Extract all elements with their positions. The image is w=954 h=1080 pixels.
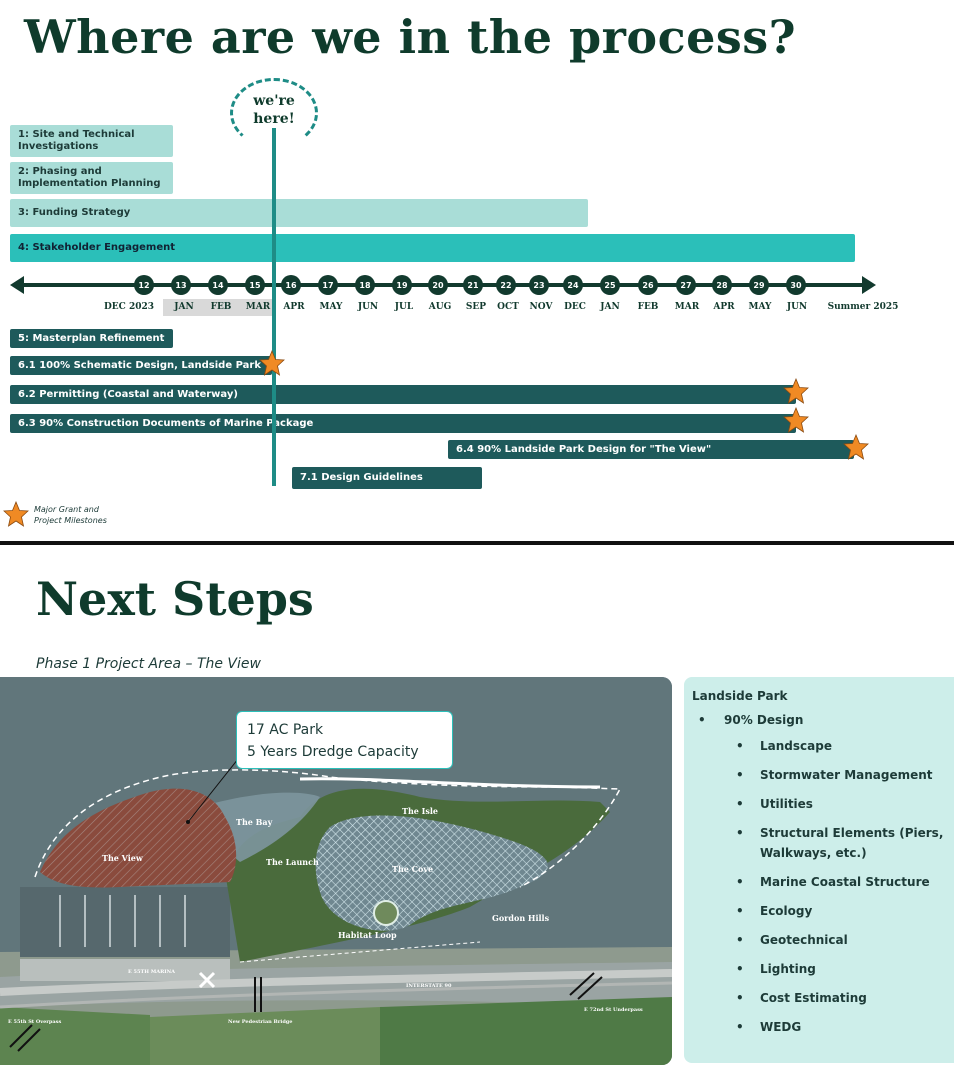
month-label: JAN [174,302,194,312]
list-item: Marine Coastal Structure [692,872,946,892]
month-label: NOV [529,302,553,312]
axis-arrow-right-icon [862,276,876,294]
track-design-guidelines: 7.1 Design Guidelines [292,467,482,489]
month-shade [163,299,273,316]
milestone-star-icon [783,407,809,433]
callout-line-1: 17 AC Park [247,722,324,738]
timeline-title: Where are we in the process? [24,10,797,64]
map-label-the-cove: The Cove [392,864,434,874]
track-stakeholder-engagement: 4: Stakeholder Engagement [10,234,855,262]
track-construction-documents: 6.3 90% Construction Documents of Marine… [10,414,796,433]
month-label: SEP [465,302,487,312]
site-plan-map: The View The Bay The Launch The Isle The… [0,677,672,1065]
timeline-node: 17 [318,275,338,295]
map-label-the-bay: The Bay [236,817,273,827]
timeline-node: 13 [171,275,191,295]
map-label-marina: E 55TH MARINA [128,969,176,975]
month-label: OCT [497,302,519,312]
month-label: JUL [394,302,414,312]
month-label: APR [283,302,305,312]
axis-arrow-left-icon [10,276,24,294]
slide-divider [0,541,954,545]
site-plan-drawing [0,677,672,1065]
month-label: JUN [357,302,379,312]
phase-subtitle: Phase 1 Project Area – The View [36,656,261,672]
list-item: WEDG [692,1017,946,1037]
map-label-habitat-loop: Habitat Loop [338,930,397,940]
month-label: DEC 2023 [103,302,154,312]
legend-text: Major Grant and Project Milestones [34,505,107,525]
current-date-line [272,128,276,486]
timeline-node: 24 [563,275,583,295]
timeline-node: 26 [638,275,658,295]
timeline-node: 14 [208,275,228,295]
milestone-star-icon [843,434,869,460]
track-schematic-design: 6.1 100% Schematic Design, Landside Park [10,356,272,375]
track-permitting: 6.2 Permitting (Coastal and Waterway) [10,385,796,404]
timeline-node: 15 [245,275,265,295]
map-label-the-view: The View [102,853,143,863]
timeline-node: 21 [463,275,483,295]
month-label: Summer 2025 [827,302,899,312]
timeline-node: 12 [134,275,154,295]
month-label: AUG [428,302,452,312]
timeline-node: 23 [529,275,549,295]
list-item: Geotechnical [692,930,946,950]
track-landside-park-design: 6.4 90% Landside Park Design for "The Vi… [448,440,854,459]
map-label-the-isle: The Isle [402,806,439,816]
track-masterplan-refinement: 5: Masterplan Refinement [10,329,173,348]
map-label-underpass: E 72nd St Underpass [584,1007,643,1013]
list-item: Cost Estimating [692,988,946,1008]
map-label-interstate: INTERSTATE 90 [406,983,452,989]
panel-heading: Landside Park [692,689,788,703]
month-label: MAR [245,302,271,312]
list-item: Structural Elements (Piers, Walkways, et… [692,823,946,863]
month-label: FEB [637,302,659,312]
list-item: Lighting [692,959,946,979]
milestone-star-icon [259,350,285,376]
legend-star-icon [3,501,29,527]
track-phasing-planning: 2: Phasing and Implementation Planning [10,162,173,194]
next-steps-title: Next Steps [36,572,314,626]
timeline-node: 18 [355,275,375,295]
list-item: Landscape [692,736,946,756]
timeline-node: 28 [712,275,732,295]
milestone-star-icon [783,378,809,404]
month-label: JAN [600,302,620,312]
map-label-the-launch: The Launch [266,857,319,867]
month-label: FEB [210,302,232,312]
list-item: Utilities [692,794,946,814]
month-label: JUN [786,302,808,312]
timeline-node: 25 [600,275,620,295]
map-label-pedestrian-bridge: New Pedestrian Bridge [228,1019,293,1025]
month-label: MAR [674,302,700,312]
track-funding-strategy: 3: Funding Strategy [10,199,588,227]
we-are-here-marker [230,78,318,148]
month-label: DEC [564,302,586,312]
scope-panel: Landside Park 90% Design Landscape Storm… [684,677,954,1063]
timeline-node: 16 [281,275,301,295]
timeline-node: 29 [749,275,769,295]
month-label: APR [713,302,735,312]
timeline-node: 22 [496,275,516,295]
map-label-overpass: E 55th St Overpass [8,1019,62,1025]
list-item: Ecology [692,901,946,921]
timeline-node: 19 [392,275,412,295]
callout-leader-line [186,753,243,824]
timeline-node: 20 [428,275,448,295]
month-label: MAY [319,302,343,312]
area-callout: 17 AC Park 5 Years Dredge Capacity [236,711,453,769]
track-site-investigations: 1: Site and Technical Investigations [10,125,173,157]
month-label: MAY [748,302,772,312]
timeline-node: 30 [786,275,806,295]
list-item: Stormwater Management [692,765,946,785]
list-item-design: 90% Design [692,713,946,727]
callout-line-2: 5 Years Dredge Capacity [247,744,419,760]
timeline-node: 27 [676,275,696,295]
map-label-gordon-hills: Gordon Hills [492,913,550,923]
we-are-here-text: we're here! [253,93,295,127]
scope-list: 90% Design Landscape Stormwater Manageme… [692,713,946,1037]
